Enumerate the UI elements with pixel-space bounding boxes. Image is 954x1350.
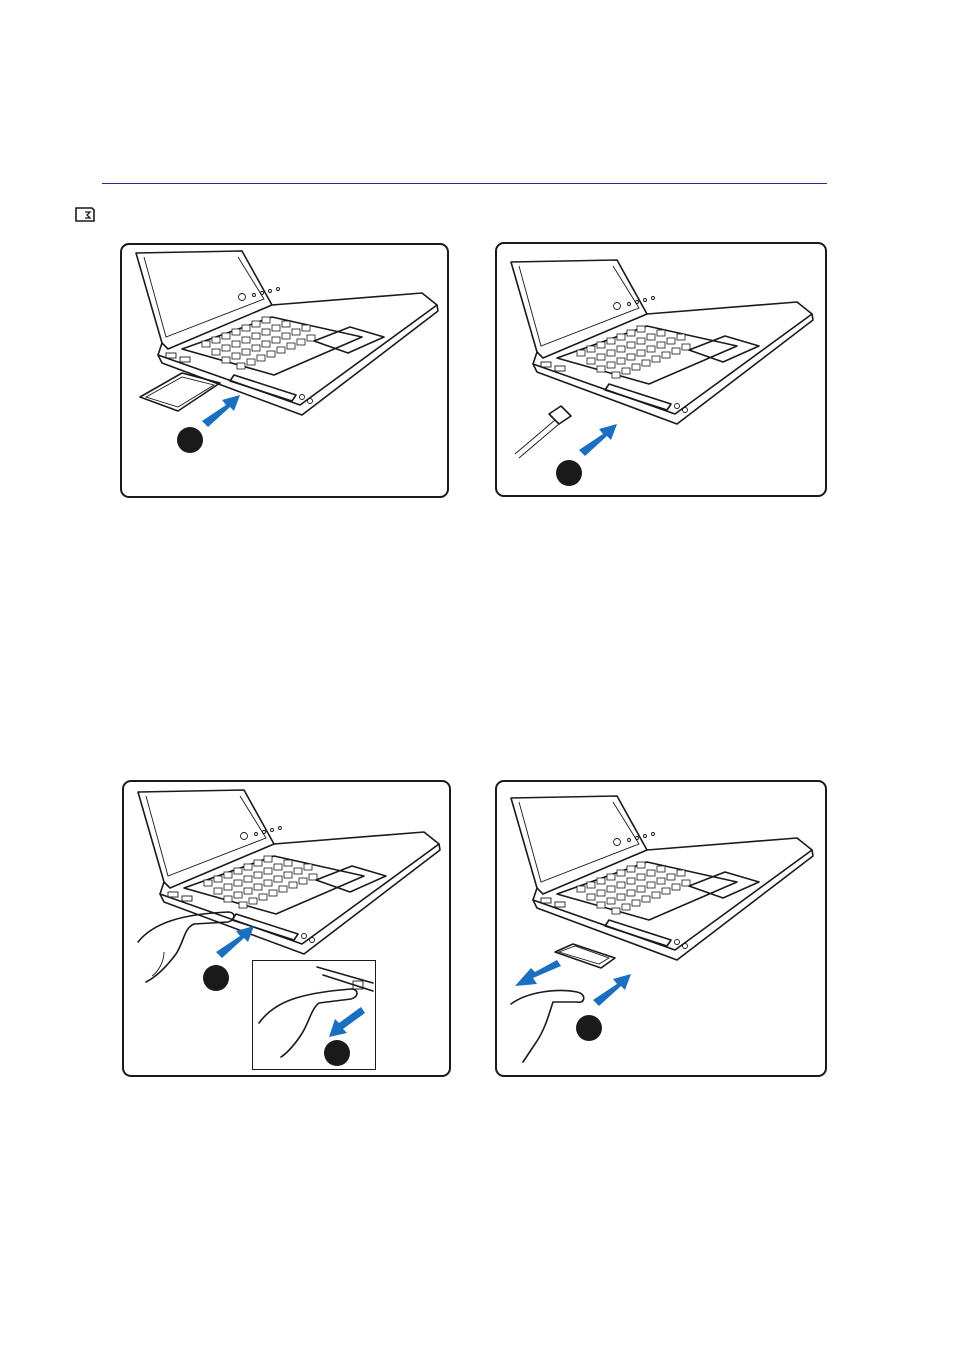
blue-arrow-press	[216, 926, 254, 958]
eject-detail-inset	[252, 960, 376, 1070]
blue-arrow-insert	[579, 424, 617, 456]
figure-press-eject-button	[122, 780, 451, 1077]
blue-arrow-insert	[202, 395, 240, 427]
blue-arrow-press	[329, 1007, 365, 1037]
figure-connect-cable	[495, 242, 827, 497]
figure-insert-pc-card	[120, 243, 449, 498]
blue-arrow-remove	[515, 960, 561, 986]
pc-card	[555, 944, 615, 968]
note-icon	[74, 206, 96, 223]
step-circle	[177, 427, 203, 453]
blue-arrow-press	[593, 974, 631, 1006]
header-rule	[102, 183, 827, 184]
step-circle	[203, 965, 229, 991]
step-circle	[556, 460, 582, 486]
step-circle	[324, 1040, 350, 1066]
finger-hand	[511, 991, 584, 1063]
cable-connector	[549, 406, 571, 424]
step-circle	[576, 1015, 602, 1041]
figure-remove-pc-card	[495, 780, 827, 1077]
